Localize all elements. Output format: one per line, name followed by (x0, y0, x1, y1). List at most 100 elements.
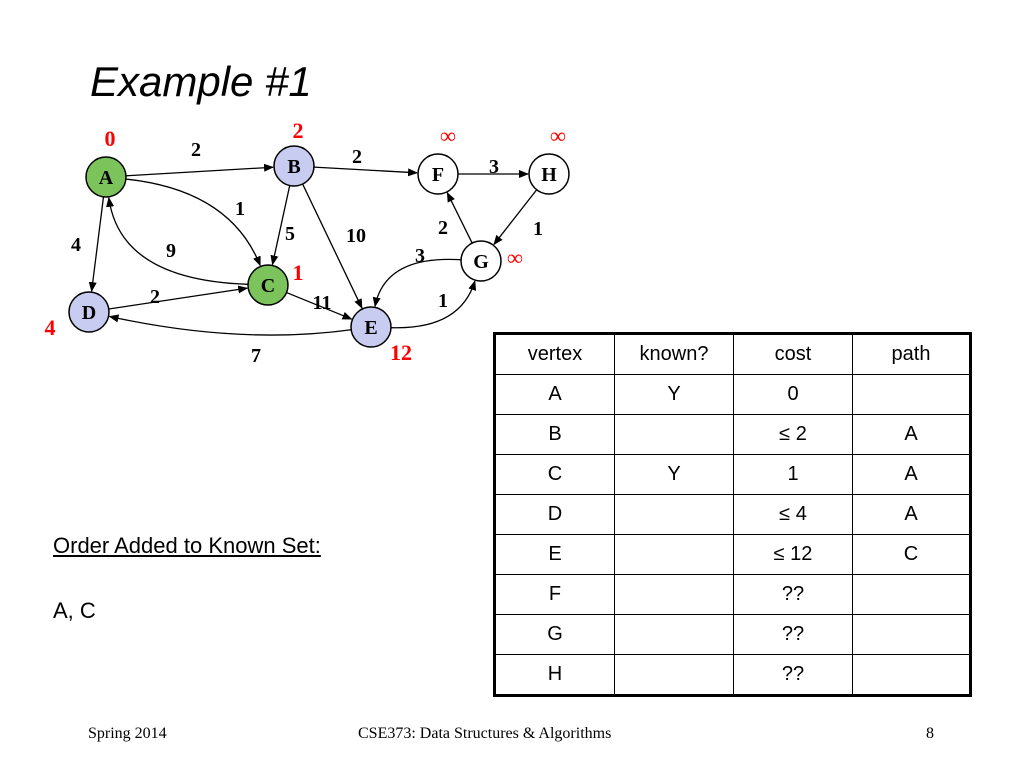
cell-path: A (852, 494, 971, 535)
edge-weight-e-g: 1 (438, 290, 448, 312)
edge-g-f (446, 191, 473, 244)
node-label-g: G (473, 251, 489, 273)
cell-known (614, 654, 734, 696)
edge-weight-a-b: 2 (191, 139, 201, 161)
node-f (417, 153, 459, 195)
node-label-d: D (82, 302, 96, 324)
cell-cost: ≤ 2 (733, 414, 853, 455)
edge-weight-h-g: 1 (533, 218, 543, 240)
node-cost-f: ∞ (440, 123, 456, 148)
cell-cost: ?? (733, 574, 853, 615)
header-path: path (852, 333, 971, 375)
cell-known (614, 494, 734, 535)
node-cost-a: 0 (105, 126, 116, 151)
edge-b-e (302, 183, 363, 309)
table-row: E ≤ 12 C (494, 534, 971, 575)
node-a (85, 156, 127, 198)
edge-a-b (125, 163, 275, 177)
edge-weight-e-d: 7 (251, 345, 261, 367)
footer-page-number: 8 (926, 725, 934, 742)
header-cost: cost (733, 333, 853, 375)
cell-known (614, 614, 734, 655)
cell-known: Y (614, 454, 734, 495)
cell-vertex: F (494, 574, 615, 615)
edge-weight-f-h: 3 (489, 156, 499, 178)
node-label-c: C (261, 275, 275, 297)
node-cost-e: 12 (390, 340, 412, 365)
node-label-e: E (364, 317, 377, 339)
cell-path (852, 614, 971, 655)
cell-vertex: E (494, 534, 615, 575)
footer-course: CSE373: Data Structures & Algorithms (358, 725, 612, 742)
cell-known (614, 414, 734, 455)
order-list: A, C (53, 598, 96, 623)
node-cost-h: ∞ (550, 123, 566, 148)
cell-path: A (852, 454, 971, 495)
cell-vertex: C (494, 454, 615, 495)
cell-cost: 1 (733, 454, 853, 495)
node-b (273, 145, 315, 187)
edge-b-f (313, 166, 419, 177)
node-cost-c: 1 (293, 260, 304, 285)
table-header-row: vertex known? cost path (494, 333, 971, 375)
cell-cost: 0 (733, 374, 853, 415)
edge-h-g (493, 189, 538, 246)
edge-a-c (125, 178, 261, 267)
node-d (68, 291, 110, 333)
cell-cost: ≤ 4 (733, 494, 853, 535)
node-c (247, 264, 289, 306)
cell-cost: ?? (733, 654, 853, 696)
cell-vertex: H (494, 654, 615, 696)
edge-weight-a-c: 1 (235, 198, 245, 220)
edge-weight-g-e: 3 (415, 245, 425, 267)
cell-vertex: D (494, 494, 615, 535)
cell-vertex: A (494, 374, 615, 415)
nodes-layer: A B C D E F G H (68, 145, 570, 348)
edge-a-d (88, 196, 105, 293)
table-row: F ?? (494, 574, 971, 615)
table-row: A Y 0 (494, 374, 971, 415)
node-label-f: F (432, 164, 444, 186)
node-cost-b: 2 (293, 118, 304, 143)
node-label-h: H (541, 164, 557, 186)
cell-path: A (852, 414, 971, 455)
node-cost-g: ∞ (507, 245, 523, 270)
footer-term: Spring 2014 (88, 725, 167, 742)
edge-weight-c-e: 11 (313, 292, 332, 314)
cell-cost: ≤ 12 (733, 534, 853, 575)
edge-weight-b-c: 5 (285, 223, 295, 245)
edge-weight-b-f: 2 (352, 146, 362, 168)
edge-weight-d-c: 2 (150, 286, 160, 308)
table-row: H ?? (494, 654, 971, 696)
table-row: G ?? (494, 614, 971, 655)
node-label-a: A (99, 167, 114, 189)
edge-c-e (286, 291, 353, 320)
cell-vertex: G (494, 614, 615, 655)
edge-weight-b-e: 10 (346, 225, 366, 247)
order-heading: Order Added to Known Set: (53, 533, 321, 558)
edges-layer (88, 163, 538, 336)
edge-g-e (372, 258, 462, 308)
node-g (460, 240, 502, 282)
table-row: C Y 1 A (494, 454, 971, 495)
node-label-b: B (287, 156, 300, 178)
cell-path (852, 574, 971, 615)
edge-weight-c-a: 9 (166, 240, 176, 262)
cell-known (614, 534, 734, 575)
cell-known: Y (614, 374, 734, 415)
table-row: B ≤ 2 A (494, 414, 971, 455)
edge-b-c (270, 185, 291, 266)
cell-path (852, 654, 971, 696)
table-row: D ≤ 4 A (494, 494, 971, 535)
header-known: known? (614, 333, 734, 375)
cell-vertex: B (494, 414, 615, 455)
slide-title: Example #1 (90, 58, 312, 105)
node-cost-d: 4 (45, 315, 56, 340)
node-h (528, 153, 570, 195)
header-vertex: vertex (494, 333, 615, 375)
node-e (350, 306, 392, 348)
cell-cost: ?? (733, 614, 853, 655)
edge-weight-g-f: 2 (438, 217, 448, 239)
edge-e-d (108, 314, 352, 336)
